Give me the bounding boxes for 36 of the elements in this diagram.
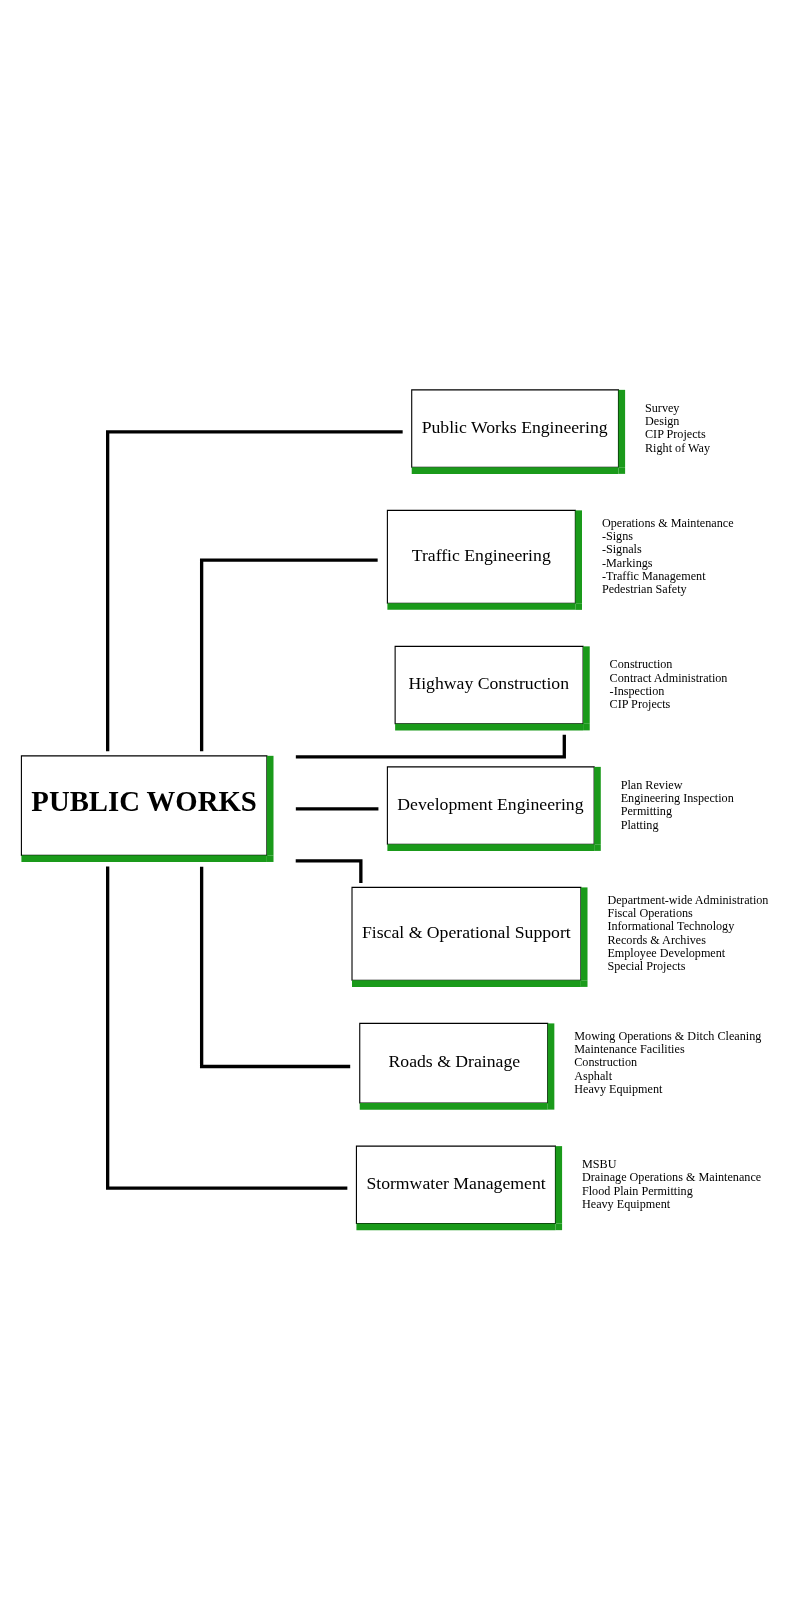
connector	[295, 807, 379, 811]
node-label: Records & Archives	[607, 932, 707, 947]
node-label: Platting	[620, 817, 659, 832]
node-label: Special Projects	[607, 959, 686, 974]
node-label: Flood Plain Permitting	[581, 1183, 693, 1198]
node-label: Plan Review	[620, 777, 683, 792]
node-label: Mowing Operations & Ditch Cleaning	[574, 1028, 762, 1043]
node-label: Employee Development	[607, 945, 726, 960]
node-label: Maintenance Facilities	[574, 1042, 685, 1057]
connector	[200, 866, 351, 1069]
node-label: Survey	[645, 400, 680, 415]
node-label: Construction	[574, 1055, 638, 1070]
node-label: Contract Administration	[609, 670, 728, 685]
node-label: Operations & Maintenance	[601, 515, 734, 530]
node-label: -Inspection	[609, 683, 665, 698]
connector	[106, 866, 348, 1190]
node-label: Asphalt	[574, 1068, 613, 1083]
node-label: -Signs	[601, 529, 633, 543]
connector	[106, 430, 403, 752]
node-label: Informational Technology	[607, 919, 735, 934]
node-label: MSBU	[581, 1157, 617, 1172]
node-label: Right of Way	[645, 440, 710, 455]
node-label: Department-wide Administration	[607, 892, 769, 907]
node-label: Drainage Operations & Maintenance	[581, 1170, 762, 1185]
node-label: Permitting	[620, 804, 673, 819]
node-label: CIP Projects	[645, 427, 706, 442]
node-label: Fiscal Operations	[607, 906, 693, 921]
connector	[200, 558, 378, 752]
node-label: -Signals	[601, 542, 642, 557]
node-label: Engineering Inspection	[620, 791, 734, 806]
node-label: CIP Projects	[609, 697, 671, 712]
node-label: Heavy Equipment	[581, 1196, 671, 1211]
node-label: Construction	[609, 657, 673, 672]
node-label: Pedestrian Safety	[601, 582, 687, 597]
node-label: -Markings	[601, 555, 653, 570]
node-label: Design	[645, 414, 680, 429]
